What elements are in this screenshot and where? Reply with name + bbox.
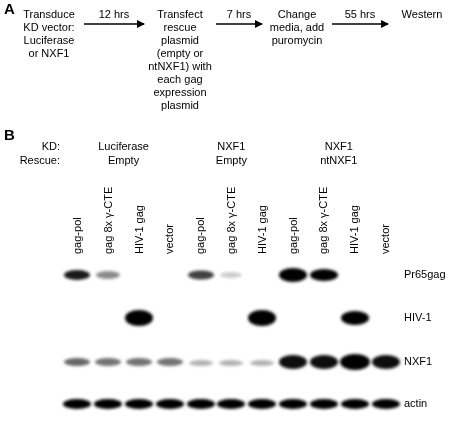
flow-arrow xyxy=(332,23,388,24)
band-label: actin xyxy=(404,397,427,410)
lane-label: vector xyxy=(163,224,176,254)
time-label: 12 hrs xyxy=(98,8,131,21)
step-text: Change media, add puromycin xyxy=(266,8,328,47)
step-text-box: Transduce KD vector: Luciferase or NXF1 xyxy=(18,8,80,60)
step-text: Transfect rescue plasmid (empty or ntNXF… xyxy=(148,8,212,112)
step-text-box: Transfect rescue plasmid (empty or ntNXF… xyxy=(148,8,212,112)
group-label: NXF1 xyxy=(325,140,353,153)
lane-label: gag 8x γ-CTE xyxy=(317,187,330,254)
lane-label: HIV-1 gag xyxy=(348,205,361,254)
panel-letter: B xyxy=(4,128,15,141)
band-label: HIV-1 xyxy=(404,311,432,324)
lane-label: vector xyxy=(379,224,392,254)
panel-letter: A xyxy=(4,2,15,15)
group-label: Empty xyxy=(108,154,139,167)
group-label: Empty xyxy=(216,154,247,167)
group-label: Rescue: xyxy=(20,154,60,167)
step-text: Transduce KD vector: Luciferase or NXF1 xyxy=(18,8,80,60)
lane-label: gag 8x γ-CTE xyxy=(225,187,238,254)
step-text: Western xyxy=(392,8,452,21)
flow-arrow xyxy=(216,23,262,24)
lane-label: gag 8x γ-CTE xyxy=(102,187,115,254)
group-label: NXF1 xyxy=(217,140,245,153)
group-label: ntNXF1 xyxy=(320,154,357,167)
lane-label: gag-pol xyxy=(287,217,300,254)
group-label: KD: xyxy=(42,140,60,153)
time-label: 7 hrs xyxy=(226,8,252,21)
time-label: 55 hrs xyxy=(344,8,377,21)
band-label: NXF1 xyxy=(404,355,432,368)
step-text-box: Change media, add puromycin xyxy=(266,8,328,47)
flow-arrow xyxy=(84,23,144,24)
lane-label: HIV-1 gag xyxy=(133,205,146,254)
lane-label: gag-pol xyxy=(71,217,84,254)
group-label: Luciferase xyxy=(98,140,149,153)
band-label: Pr65gag xyxy=(404,268,446,281)
step-text-box: Western xyxy=(392,8,452,21)
lane-label: gag-pol xyxy=(194,217,207,254)
lane-label: HIV-1 gag xyxy=(256,205,269,254)
